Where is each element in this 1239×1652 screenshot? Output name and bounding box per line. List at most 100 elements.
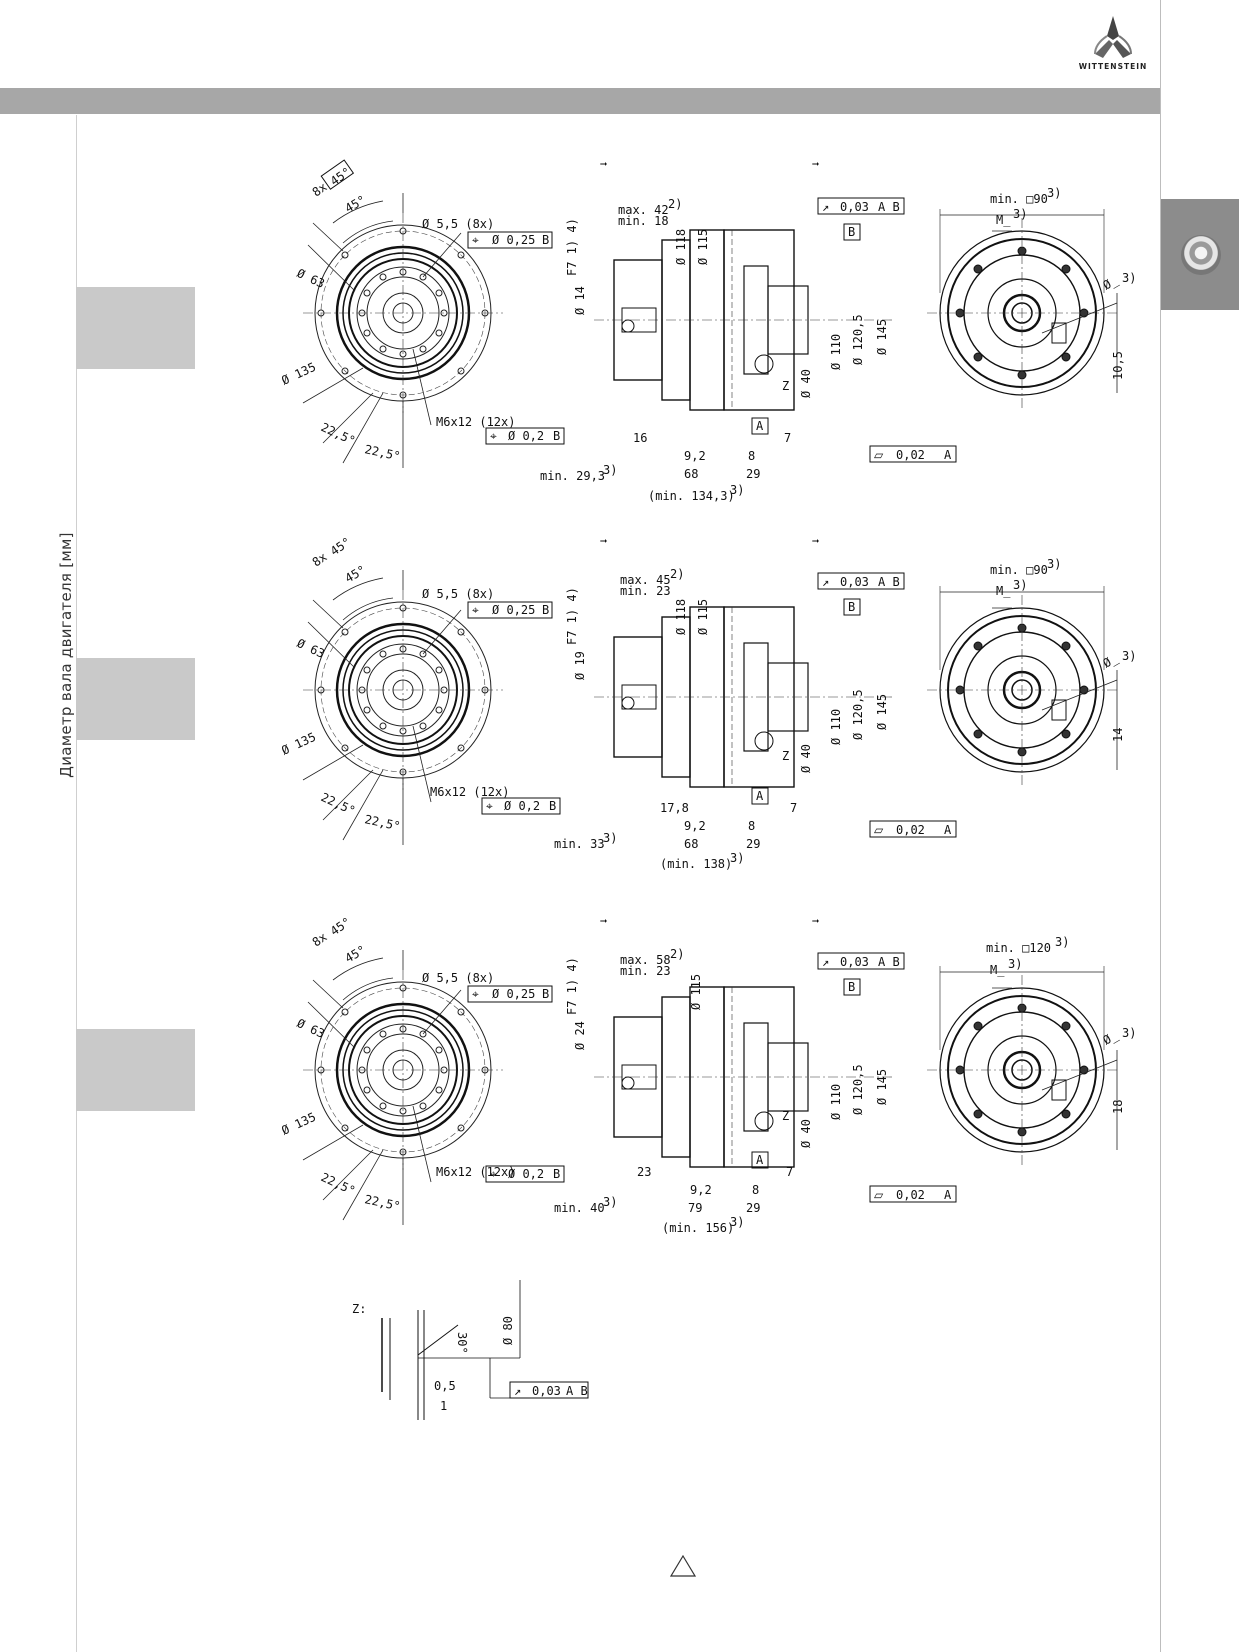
diameter-63-label: Ø 63: [295, 266, 327, 291]
svg-text:A: A: [756, 789, 764, 803]
svg-text:Ø 40: Ø 40: [799, 744, 813, 773]
key-width: 10,5: [1111, 351, 1125, 380]
diameter-110-label: Ø 110: [829, 334, 843, 370]
svg-text:45°: 45°: [343, 563, 369, 586]
svg-text:22,5°: 22,5°: [319, 1170, 358, 1198]
svg-text:0,03: 0,03: [840, 575, 869, 589]
svg-text:➞: ➞: [600, 157, 607, 171]
svg-text:↗: ↗: [514, 1384, 521, 1398]
svg-text:9,2: 9,2: [684, 819, 706, 833]
svg-text:B: B: [542, 603, 549, 617]
svg-text:Ø 24: Ø 24: [573, 1021, 587, 1050]
hole-label: Ø 5,5 (8x): [422, 217, 494, 231]
svg-text:79: 79: [688, 1201, 702, 1215]
svg-text:F7 1) 4): F7 1) 4): [565, 218, 579, 276]
flatness-datum: A: [944, 448, 952, 462]
svg-text:8: 8: [752, 1183, 759, 1197]
svg-text:8x: 8x: [310, 930, 330, 950]
svg-text:F7 1) 4): F7 1) 4): [565, 587, 579, 645]
svg-text:(min. 138): (min. 138): [660, 857, 732, 871]
svg-text:7: 7: [790, 801, 797, 815]
svg-text:3): 3): [603, 1195, 617, 1209]
svg-text:22,5°: 22,5°: [319, 790, 358, 818]
datum-a: A: [756, 419, 764, 433]
svg-text:min. 23: min. 23: [620, 964, 671, 978]
svg-text:➞: ➞: [600, 914, 607, 928]
svg-text:Ø 120,5: Ø 120,5: [851, 689, 865, 740]
svg-text:14: 14: [1111, 728, 1125, 742]
diameter-135-label: Ø 135: [279, 360, 318, 388]
svg-text:A: A: [756, 1153, 764, 1167]
thread-label: M6x12 (12x): [436, 415, 515, 429]
svg-text:3): 3): [603, 831, 617, 845]
svg-text:3): 3): [1047, 557, 1061, 571]
bolt-pattern-label: 8x: [310, 180, 330, 200]
svg-text:min. 23: min. 23: [620, 584, 671, 598]
svg-text:⌖: ⌖: [486, 799, 493, 813]
svg-text:⌖: ⌖: [490, 1167, 497, 1181]
header-bar: [0, 88, 1160, 114]
drawing-row-2: ➞ ➞: [301, 534, 1119, 847]
sidebar-box-1: [76, 287, 195, 369]
svg-text:Ø 0,2: Ø 0,2: [504, 799, 540, 813]
svg-text:3): 3): [1122, 649, 1136, 663]
shaft-diameter: Ø 14: [573, 286, 587, 315]
svg-text:Ø 40: Ø 40: [799, 1119, 813, 1148]
svg-text:0,03: 0,03: [840, 955, 869, 969]
svg-text:Ø 145: Ø 145: [875, 1069, 889, 1105]
svg-text:A: A: [944, 1188, 952, 1202]
svg-text:22,5°: 22,5°: [363, 812, 401, 833]
svg-text:8x: 8x: [310, 550, 330, 570]
svg-text:M_: M_: [996, 584, 1011, 598]
svg-text:B: B: [542, 987, 549, 1001]
svg-text:➞: ➞: [812, 914, 819, 928]
svg-text:⌖: ⌖: [490, 429, 497, 443]
svg-text:⌖: ⌖: [472, 603, 479, 617]
runout-tolerance: 0,03: [840, 200, 869, 214]
gearbox-thumbnail-icon: [1181, 235, 1221, 275]
drawing-row-1: ➞ ➞: [301, 157, 1119, 470]
svg-text:M_: M_: [990, 963, 1005, 977]
svg-text:B: B: [848, 980, 855, 994]
svg-text:7: 7: [786, 1165, 793, 1179]
detail-z-length-1: 1: [440, 1399, 447, 1413]
wittenstein-logo: WITTENSTEIN: [1068, 14, 1158, 86]
svg-text:M6x12 (12x): M6x12 (12x): [436, 1165, 515, 1179]
drawing-row-3-labels: 8x 45° 45° Ø 5,5 (8x) ⌖ Ø 0,25 B Ø 63 Ø …: [279, 915, 1136, 1235]
runout-datum: A B: [878, 200, 900, 214]
svg-text:min. □120: min. □120: [986, 941, 1051, 955]
svg-text:Ø 145: Ø 145: [875, 694, 889, 730]
svg-text:2): 2): [670, 567, 684, 581]
diameter-115-label: Ø 115: [696, 229, 710, 265]
svg-text:⏥: ⏥: [874, 823, 884, 837]
product-tab[interactable]: [1161, 199, 1239, 310]
svg-text:⏥: ⏥: [874, 448, 884, 462]
svg-text:3): 3): [1008, 957, 1022, 971]
svg-text:max. 58: max. 58: [620, 953, 671, 967]
detail-z-length-05: 0,5: [434, 1379, 456, 1393]
svg-text:3): 3): [603, 463, 617, 477]
svg-text:A B: A B: [878, 575, 900, 589]
svg-text:Ø 0,25: Ø 0,25: [492, 603, 535, 617]
svg-text:⏥: ⏥: [874, 1188, 884, 1202]
max-length: max. 42: [618, 203, 669, 217]
svg-text:min. □90: min. □90: [990, 563, 1048, 577]
svg-text:Ø 5,5 (8x): Ø 5,5 (8x): [422, 587, 494, 601]
svg-text:F7 1) 4): F7 1) 4): [565, 957, 579, 1015]
detail-z-marker: Z: [782, 379, 789, 393]
svg-text:Ø 135: Ø 135: [279, 1110, 318, 1138]
svg-text:18: 18: [1111, 1100, 1125, 1114]
brand-name: WITTENSTEIN: [1078, 62, 1148, 71]
svg-text:Ø_: Ø_: [1101, 1028, 1121, 1048]
length-68: 68: [684, 467, 698, 481]
diameter-label: Ø_: [1101, 273, 1121, 293]
svg-text:Z: Z: [782, 749, 789, 763]
svg-text:2): 2): [670, 947, 684, 961]
svg-text:Ø_: Ø_: [1101, 651, 1121, 671]
svg-text:Ø 115: Ø 115: [689, 974, 703, 1010]
detail-z: Z: Ø 80 30° 0,5 1 ↗ 0,03 A B: [352, 1280, 589, 1420]
svg-text:Ø 63: Ø 63: [295, 1016, 327, 1041]
svg-text:3): 3): [1013, 207, 1027, 221]
svg-text:Ø 118: Ø 118: [674, 599, 688, 635]
